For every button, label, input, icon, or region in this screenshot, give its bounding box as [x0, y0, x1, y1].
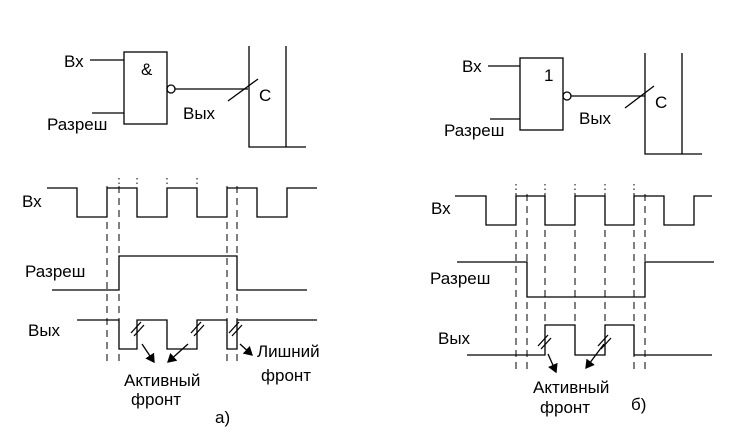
right-timing: Вх Разреш Вых Активный фронт б) [430, 184, 714, 417]
left-edge-tick-4 [193, 324, 205, 337]
left-enable-waveform [52, 255, 307, 291]
left-enable-label: Разреш [47, 115, 107, 134]
right-edge-tick-2 [540, 337, 552, 350]
left-edge-tick-2 [133, 324, 145, 337]
right-caption: б) [631, 395, 646, 414]
right-circuit: Вх Разреш 1 Вых C [444, 53, 702, 155]
left-extra-arrow [239, 343, 253, 356]
left-output-label: Вых [183, 104, 216, 123]
left-timing-enable-label: Разреш [25, 262, 85, 281]
left-edge-tick-3 [190, 321, 202, 334]
right-output-label: Вых [579, 109, 612, 128]
right-active-arrow-1 [547, 353, 558, 374]
right-flipflop-body [644, 53, 702, 155]
right-output-waveform [467, 324, 712, 356]
left-caption: а) [215, 408, 230, 427]
right-edge-tick-3 [597, 334, 609, 347]
left-active-note-1: Активный [124, 371, 200, 390]
right-active-note-1: Активный [533, 378, 609, 397]
right-active-note-2: фронт [540, 398, 590, 417]
right-gate-symbol: 1 [544, 66, 553, 85]
left-flipflop-body [248, 46, 306, 148]
left-circuit: Вх Разреш & Вых C [47, 46, 306, 148]
right-timing-input-label: Вх [431, 199, 451, 218]
left-inverter-bubble [166, 84, 176, 94]
left-input-label: Вх [64, 52, 84, 71]
left-edge-mark [227, 78, 259, 102]
right-timing-enable-label: Разреш [430, 269, 490, 288]
right-input-waveform [455, 195, 712, 226]
right-timing-output-label: Вых [438, 329, 471, 348]
left-active-arrow-2 [167, 343, 189, 363]
left-active-arrow-1 [141, 343, 155, 364]
left-active-note-2: фронт [131, 390, 181, 409]
left-edge-tick-6 [231, 324, 243, 337]
left-extra-note-1: Лишний [257, 342, 320, 361]
left-edge-tick-1 [130, 321, 142, 334]
left-input-waveform [47, 187, 317, 218]
right-edge-tick-1 [537, 334, 549, 347]
right-active-arrow-2 [585, 343, 605, 370]
right-inverter-bubble [562, 91, 572, 101]
right-clock-label: C [655, 93, 667, 112]
right-input-label: Вх [462, 57, 482, 76]
left-edge-tick-5 [228, 321, 240, 334]
right-nor-gate [519, 57, 564, 131]
left-timing: Вх Разреш Вых Активный фронт Лишний фрон… [22, 178, 320, 427]
right-enable-label: Разреш [444, 121, 504, 140]
right-enable-waveform [457, 261, 714, 298]
left-gate-symbol: & [141, 60, 153, 79]
left-timing-output-label: Вых [28, 321, 61, 340]
left-extra-note-2: фронт [261, 366, 311, 385]
right-edge-mark [624, 85, 655, 109]
left-timing-input-label: Вх [22, 192, 42, 211]
left-clock-label: C [259, 86, 271, 105]
right-edge-tick-4 [600, 337, 612, 350]
